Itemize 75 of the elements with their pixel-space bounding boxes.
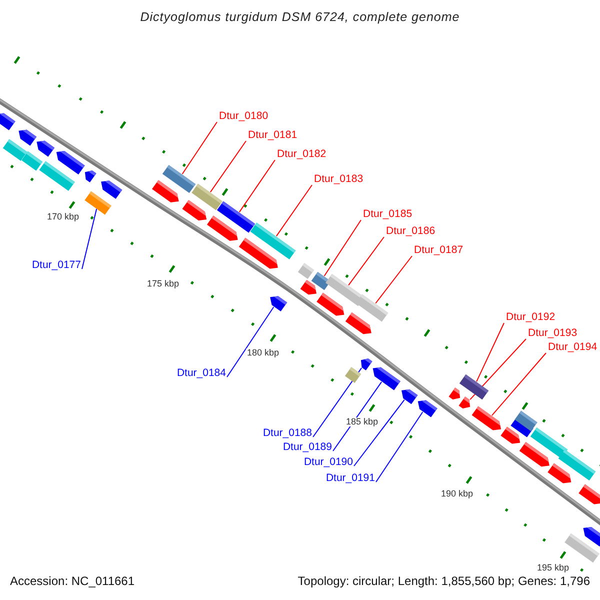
gene-feature bbox=[250, 222, 296, 260]
gene-label: Dtur_0186 bbox=[386, 225, 436, 237]
gene-feature bbox=[21, 151, 43, 171]
gene-feature bbox=[459, 374, 489, 400]
gene-feature bbox=[84, 170, 96, 182]
leader-line bbox=[226, 306, 274, 378]
accession-text: Accession: NC_011661 bbox=[10, 575, 135, 587]
gene-feature bbox=[548, 463, 572, 484]
gene-feature bbox=[558, 450, 596, 480]
scale-label: 185 kbp bbox=[344, 418, 380, 426]
scale-label: 170 kbp bbox=[46, 212, 80, 222]
scale-label: 190 kbp bbox=[440, 490, 474, 498]
gene-label: Dtur_0181 bbox=[248, 129, 298, 141]
leader-line bbox=[375, 256, 412, 304]
gene-feature bbox=[344, 367, 362, 383]
gene-label: Dtur_0182 bbox=[277, 148, 326, 160]
gene-feature bbox=[360, 358, 372, 370]
gene-label: Dtur_0180 bbox=[219, 110, 268, 122]
gene-feature bbox=[418, 400, 438, 418]
gene-feature bbox=[448, 388, 460, 400]
gene-feature bbox=[345, 312, 372, 334]
gene-label: Dtur_0184 bbox=[176, 367, 226, 379]
gene-feature bbox=[84, 191, 112, 215]
gene-feature bbox=[182, 200, 207, 221]
gene-feature bbox=[192, 184, 222, 210]
leader-line bbox=[376, 412, 424, 482]
gene-feature bbox=[162, 164, 196, 194]
gene-label: Dtur_0177 bbox=[32, 259, 81, 271]
leader-line bbox=[324, 220, 362, 276]
leader-line bbox=[470, 338, 526, 400]
leader-line bbox=[210, 140, 246, 193]
leader-line bbox=[332, 381, 382, 452]
gene-feature bbox=[583, 527, 600, 546]
gene-feature bbox=[300, 280, 317, 295]
gene-label: Dtur_0188 bbox=[262, 427, 312, 439]
gene-feature bbox=[101, 180, 122, 199]
gene-label: Dtur_0193 bbox=[528, 327, 578, 339]
gene-label: Dtur_0189 bbox=[282, 441, 332, 453]
map-title: Dictyoglomus turgidum DSM 6724, complete genome bbox=[139, 11, 461, 24]
gene-label: Dtur_0194 bbox=[548, 341, 598, 353]
leader-line bbox=[476, 322, 504, 382]
gene-feature bbox=[472, 406, 502, 430]
scale-label: 175 kbp bbox=[146, 280, 180, 288]
gene-feature bbox=[56, 151, 85, 174]
gene-label: Dtur_0187 bbox=[414, 244, 464, 256]
leader-line bbox=[82, 208, 98, 270]
gene-label: Dtur_0185 bbox=[363, 208, 412, 220]
gene-feature bbox=[18, 130, 37, 146]
gene-feature bbox=[152, 180, 179, 202]
gene-feature bbox=[270, 296, 288, 312]
leader-line bbox=[238, 160, 276, 213]
leader-line bbox=[491, 352, 546, 416]
gene-feature bbox=[578, 484, 600, 504]
gene-feature bbox=[356, 294, 388, 322]
gene-feature bbox=[36, 140, 55, 157]
leader-line bbox=[276, 184, 312, 237]
gene-feature bbox=[514, 410, 538, 432]
gene-feature bbox=[0, 113, 16, 130]
gene-feature bbox=[372, 367, 400, 390]
leader-line bbox=[312, 367, 362, 438]
gene-label: Dtur_0183 bbox=[314, 173, 364, 185]
gene-label: Dtur_0191 bbox=[326, 472, 375, 484]
genome-info-text: Topology: circular; Length: 1,855,560 bp; Genes: 1,796 bbox=[298, 575, 590, 587]
gene-feature bbox=[401, 389, 418, 404]
gene-feature bbox=[216, 201, 256, 233]
gene-feature bbox=[298, 263, 314, 279]
gene-label: Dtur_0192 bbox=[506, 311, 556, 323]
leader-line bbox=[348, 236, 384, 286]
leader-line bbox=[182, 122, 218, 174]
scale-label: 195 kbp bbox=[536, 564, 570, 572]
gene-feature bbox=[316, 292, 344, 316]
gene-feature bbox=[458, 396, 470, 408]
gene-label: Dtur_0190 bbox=[304, 456, 353, 468]
scale-label: 180 kbp bbox=[246, 348, 280, 358]
leader-line bbox=[354, 399, 405, 466]
